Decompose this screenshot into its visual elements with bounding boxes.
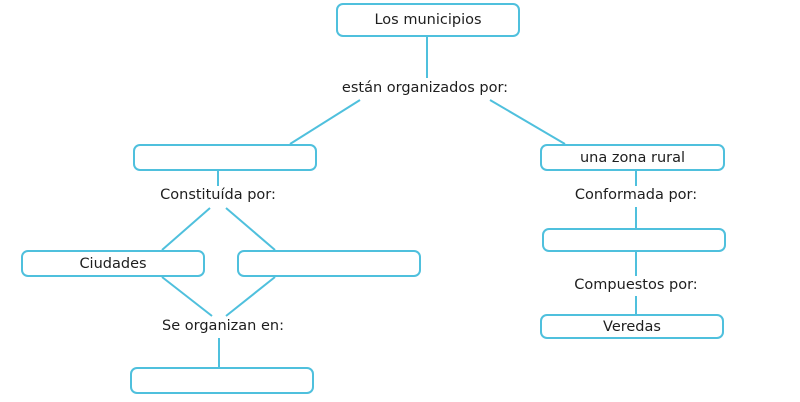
connector-other-to-organizan	[225, 276, 276, 317]
node-zona-rural: una zona rural	[540, 144, 725, 171]
node-conformacion-rural	[542, 228, 726, 252]
node-otros-centros	[237, 250, 421, 277]
connector-ciudades-to-organizan	[161, 276, 213, 317]
link-label-constituida-por: Constituída por:	[157, 187, 279, 203]
node-municipios: Los municipios	[336, 3, 520, 37]
node-veredas: Veredas	[540, 314, 724, 339]
link-label-se-organizan-en: Se organizan en:	[159, 318, 287, 334]
connector-constituida-to-other	[225, 207, 276, 251]
connector-label-to-right	[489, 99, 566, 145]
link-label-conformada-por: Conformada por:	[571, 187, 701, 203]
node-organizacion-urbana	[130, 367, 314, 394]
link-label-organizados-por: están organizados por:	[338, 80, 512, 96]
node-zona-urbana	[133, 144, 317, 171]
connector-constituida-to-ciudades	[161, 207, 211, 251]
connector-label-to-left	[289, 99, 361, 145]
node-ciudades: Ciudades	[21, 250, 205, 277]
link-label-compuestos-por: Compuestos por:	[571, 277, 701, 293]
